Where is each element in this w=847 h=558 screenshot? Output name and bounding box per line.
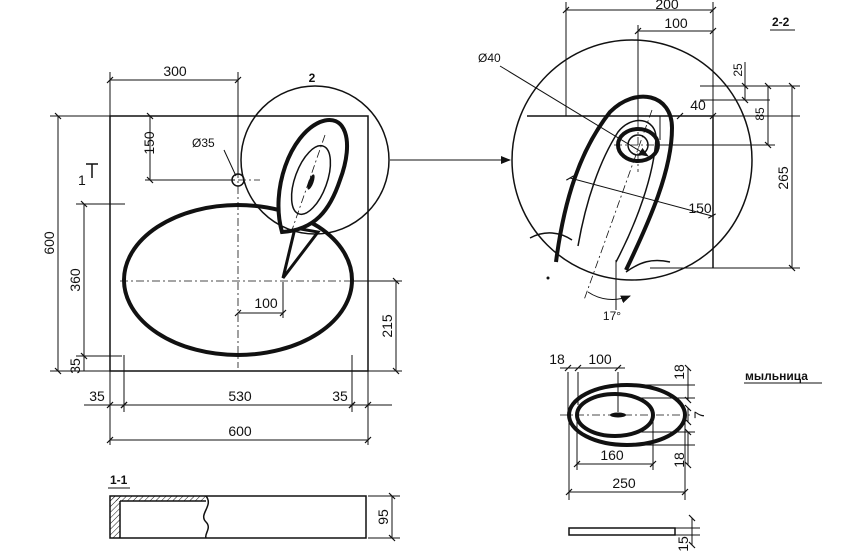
section-1-1-title: 1-1 xyxy=(110,473,128,487)
soap-dim-7: 7 xyxy=(691,411,707,419)
countertop-outline xyxy=(109,115,369,372)
dim-150: 150 xyxy=(141,131,157,155)
detail-dim-200: 200 xyxy=(655,0,679,12)
dim-600-left: 600 xyxy=(41,231,57,255)
detail-dim-d40: Ø40 xyxy=(478,51,501,65)
section-hatch-top xyxy=(110,496,206,501)
dim-360: 360 xyxy=(67,268,83,292)
dim-35-bottom-left: 35 xyxy=(89,388,105,404)
section-slab xyxy=(109,495,367,539)
soap-dim-250: 250 xyxy=(612,475,636,491)
dim-35-left: 35 xyxy=(67,358,83,374)
faucet-tail xyxy=(281,226,321,279)
dim-215: 215 xyxy=(379,314,395,338)
dim-95: 95 xyxy=(375,509,391,525)
section-1-1: 1-1 95 xyxy=(108,473,400,542)
soap-dim-18-right: 18 xyxy=(671,364,687,380)
soap-dish-title: мыльница xyxy=(745,369,808,383)
soap-dim-15: 15 xyxy=(675,536,691,552)
plan-view: 300 150 Ø35 2 1 600 360 35 100 xyxy=(41,63,511,445)
section-break xyxy=(203,495,209,539)
section-hatch-left xyxy=(110,496,120,538)
dim-35-bottom-right: 35 xyxy=(332,388,348,404)
faucet-inner xyxy=(290,144,332,216)
detail-2-2: 2-2 200 100 Ø40 40 xyxy=(478,0,800,323)
dim-d35: Ø35 xyxy=(192,136,215,150)
detail-title: 2-2 xyxy=(772,15,790,29)
detail-angle-17: 17° xyxy=(603,309,621,323)
section-marker-1: 1 xyxy=(78,172,86,188)
soap-dish-profile xyxy=(568,527,676,536)
detail-dim-150: 150 xyxy=(688,200,712,216)
faucet-drain xyxy=(307,174,315,190)
dim-300: 300 xyxy=(163,63,187,79)
soap-dim-160: 160 xyxy=(600,447,624,463)
detail-dim-85: 85 xyxy=(753,107,767,121)
soap-dish-drain xyxy=(610,412,626,418)
section-marker-2: 2 xyxy=(309,71,316,85)
soap-dish: мыльница 18 100 18 7 18 160 xyxy=(549,351,822,552)
dim-600-bottom: 600 xyxy=(228,423,252,439)
dim-100: 100 xyxy=(254,295,278,311)
detail-dim-100: 100 xyxy=(664,15,688,31)
detail-dim-265: 265 xyxy=(775,166,791,190)
detail-faucet-outer xyxy=(554,94,675,271)
detail-circle-large xyxy=(511,39,753,281)
detail-circle-2 xyxy=(240,85,390,235)
soap-dim-18-top: 18 xyxy=(549,351,565,367)
detail-dim-25: 25 xyxy=(731,63,745,77)
soap-dim-18-bottom: 18 xyxy=(671,452,687,468)
soap-dim-100: 100 xyxy=(588,351,612,367)
dim-530: 530 xyxy=(228,388,252,404)
detail-dim-40: 40 xyxy=(690,97,706,113)
